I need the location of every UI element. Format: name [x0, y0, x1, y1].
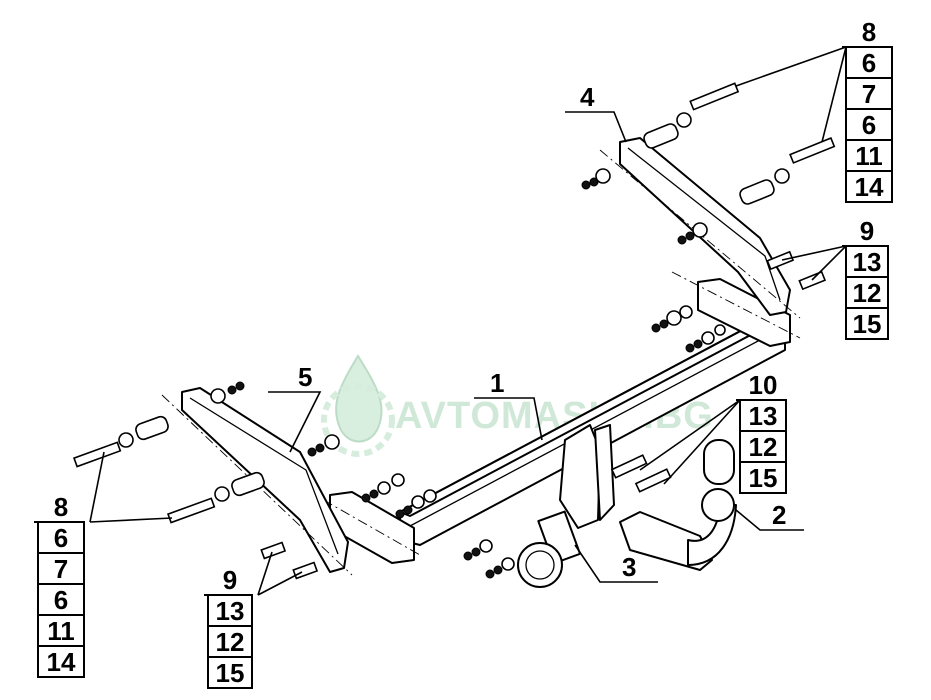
label-table-value: 13	[853, 247, 882, 277]
label-table-value: 12	[749, 432, 778, 462]
hardware-left-bracket	[72, 381, 319, 580]
label-table-header: 8	[862, 17, 876, 47]
label-table-value: 12	[216, 627, 245, 657]
watermark-gear-icon	[321, 383, 395, 457]
callout-1: 1	[490, 368, 504, 398]
label-table-value: 6	[54, 585, 68, 615]
label-table-value: 12	[853, 278, 882, 308]
label-table-header: 8	[54, 492, 68, 522]
label-table-header: 10	[749, 370, 778, 400]
tow-ball-neck	[559, 424, 737, 571]
label-table-cell	[37, 521, 85, 554]
label-table-cell	[37, 614, 85, 647]
left-bracket	[161, 387, 353, 576]
label-table-value: 13	[749, 401, 778, 431]
label-table-value: 11	[47, 616, 75, 646]
label-table-value: 7	[862, 79, 876, 109]
label-table-value: 7	[54, 554, 68, 584]
label-table-value: 14	[855, 172, 884, 202]
label-table-cell	[739, 399, 787, 432]
label-table-cell	[37, 645, 85, 678]
label-table-value: 15	[749, 463, 778, 493]
label-table-header: 9	[223, 565, 237, 595]
watermark-drop-icon	[335, 354, 383, 443]
label-table-cell	[845, 245, 889, 278]
callout-5: 5	[298, 362, 312, 392]
hardware-beam-right	[651, 305, 726, 353]
callout-4: 4	[580, 82, 595, 112]
hardware-tow-neck	[610, 454, 672, 493]
label-table-value: 13	[216, 596, 245, 626]
label-table-cell	[739, 461, 787, 494]
label-table-header: 9	[860, 216, 874, 246]
label-table-cell	[845, 307, 889, 340]
label-table-value: 6	[54, 523, 68, 553]
label-table-cell	[739, 430, 787, 463]
label-table-value: 11	[855, 141, 883, 171]
label-table-cell	[207, 594, 253, 627]
label-table-value: 15	[853, 309, 882, 339]
electrical-socket	[517, 510, 582, 588]
label-table-value: 14	[47, 647, 76, 677]
label-table-cell	[845, 46, 893, 79]
label-table-value: 15	[216, 658, 245, 688]
label-table-cell	[207, 656, 253, 689]
callout-2: 2	[772, 500, 786, 530]
callout-3: 3	[622, 552, 636, 582]
label-table-cell	[845, 170, 893, 203]
callout-leaders	[89, 46, 847, 596]
hardware-right-upper	[581, 82, 836, 291]
label-table-value: 6	[862, 48, 876, 78]
label-table-cell	[845, 77, 893, 110]
callout-numbers: 4 1 5 3 2	[298, 82, 786, 582]
label-table-value: 6	[862, 110, 876, 140]
hardware-beam-left	[307, 434, 515, 579]
label-table-cell	[37, 583, 85, 616]
